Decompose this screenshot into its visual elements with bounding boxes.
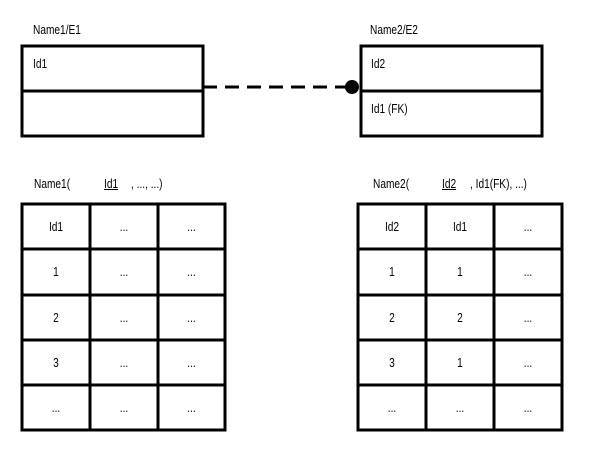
table2-grid (356, 202, 564, 432)
schema2-key: Id2 (442, 176, 457, 191)
table1-header-cell: ... (187, 219, 196, 234)
table1-cell: 1 (53, 264, 59, 279)
table1-cell: 2 (53, 310, 59, 325)
table2-cell: ... (523, 400, 533, 415)
table2-cell: 2 (457, 310, 463, 325)
table1-cell: ... (187, 264, 196, 279)
table2-cell: 1 (389, 264, 395, 279)
table2-cell: 3 (389, 355, 395, 370)
table2-header-cell: Id1 (452, 219, 468, 234)
table1-cell: ... (187, 400, 196, 415)
table1-cell: ... (119, 400, 129, 415)
entity2-attribute-pk: Id2 (371, 56, 386, 71)
table1-cell: ... (51, 400, 61, 415)
schema1-key: Id1 (104, 176, 119, 191)
table1-header-cell: ... (119, 219, 129, 234)
table1-cell: ... (119, 310, 129, 325)
table1-cell: ... (119, 355, 129, 370)
entity1-title: Name1/E1 (33, 22, 81, 37)
table2-header-cell: Id2 (384, 219, 400, 234)
entity2-title: Name2/E2 (370, 22, 418, 37)
table2-cell: ... (523, 355, 533, 370)
schema2-name: Name2( (373, 176, 410, 191)
schema2-rest: , Id1(FK), ...) (470, 176, 527, 191)
table2-cell: 1 (457, 355, 463, 370)
entity2-attribute-fk: Id1 (FK) (371, 101, 408, 116)
table1-cell: ... (187, 355, 196, 370)
table2-cell: ... (455, 400, 465, 415)
table2-header-cell: ... (523, 219, 533, 234)
table1-header-cell: Id1 (48, 219, 64, 234)
relationship-many-dot (345, 80, 359, 94)
table1-grid (20, 202, 227, 432)
schema1-name: Name1( (34, 176, 71, 191)
entity1-attribute-pk: Id1 (33, 56, 48, 71)
table2-cell: ... (387, 400, 397, 415)
table1-cell: ... (119, 264, 129, 279)
table2-cell: 2 (389, 310, 395, 325)
table2-cell: ... (523, 264, 533, 279)
table1-cell: ... (187, 310, 196, 325)
schema1-rest: , ..., ...) (131, 176, 163, 191)
table2-cell: ... (523, 310, 533, 325)
table1-cell: 3 (53, 355, 59, 370)
table2-cell: 1 (457, 264, 463, 279)
